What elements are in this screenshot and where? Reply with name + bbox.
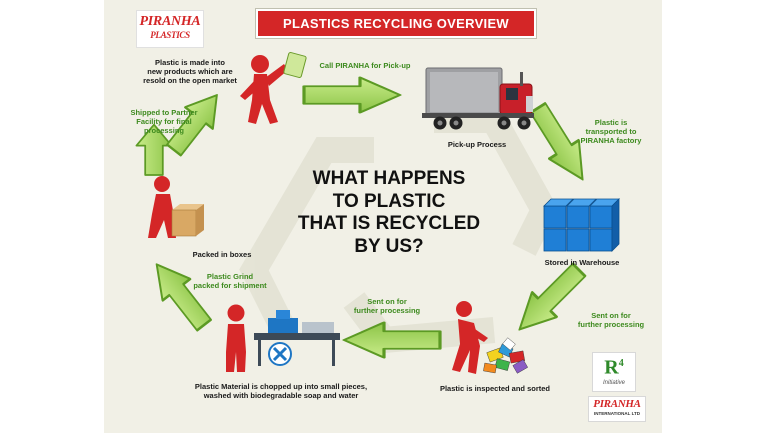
center-question: WHAT HAPPENS TO PLASTIC THAT IS RECYCLED… — [297, 168, 481, 257]
arrow-label-to-chop: Sent on for further processing — [353, 297, 421, 315]
infographic-poster: PIRANHA PLASTICS PLASTICS RECYCLING OVER… — [104, 0, 662, 433]
flow-arrow-to-inspect — [505, 256, 593, 344]
caption-chop: Plastic Material is chopped up into smal… — [194, 382, 368, 400]
bottom-logo-sub-text: INTERNATIONAL LTD — [594, 411, 640, 416]
piranha-international-logo: PIRANHA INTERNATIONAL LTD — [588, 396, 646, 422]
r4-initiative-logo: R4 Initiative — [592, 352, 636, 392]
caption-warehouse: Stored in Warehouse — [544, 258, 620, 267]
caption-market: Plastic is made into new products which … — [143, 58, 237, 85]
diagram-artwork — [135, 51, 620, 374]
figure-chop — [226, 304, 246, 372]
piranha-plastics-logo: PIRANHA PLASTICS — [136, 10, 204, 48]
page-title: PLASTICS RECYCLING OVERVIEW — [283, 16, 509, 31]
truck-illustration — [422, 67, 534, 130]
arrow-label-to-boxes: Plastic Grind packed for shipment — [193, 272, 267, 290]
flow-arrow-pickup — [302, 75, 402, 115]
r4-sub-text: Initiative — [602, 379, 625, 386]
chopping-machine — [254, 310, 340, 366]
product-bag — [283, 51, 307, 79]
flow-arrow-to-boxes — [141, 252, 220, 337]
warehouse-cubes — [543, 198, 620, 252]
arrow-label-to-partner: Shipped to Partner Facility for final pr… — [130, 108, 198, 135]
arrow-label-to-inspect: Sent on for further processing — [577, 311, 645, 329]
logo-brand-text: PIRANHA — [139, 14, 201, 29]
r4-letter: R — [604, 356, 619, 379]
bottom-logo-brand-text: PIRANHA — [593, 398, 641, 410]
cardboard-box — [171, 204, 204, 237]
arrow-label-transport: Plastic is transported to PIRANHA factor… — [580, 118, 642, 145]
arrow-label-pickup: Call PIRANHA for Pick-up — [319, 61, 411, 70]
r4-superscript: 4 — [618, 358, 624, 369]
sorted-plastic-pile — [483, 337, 528, 374]
logo-sub-text: PLASTICS — [150, 30, 190, 40]
title-banner: PLASTICS RECYCLING OVERVIEW — [256, 9, 536, 38]
figure-inspect — [452, 301, 488, 374]
figure-boxes — [148, 176, 176, 238]
caption-boxes: Packed in boxes — [192, 250, 252, 259]
caption-pickup: Pick-up Process — [447, 140, 507, 149]
figure-market — [240, 55, 288, 124]
caption-inspect: Plastic is inspected and sorted — [439, 384, 551, 393]
